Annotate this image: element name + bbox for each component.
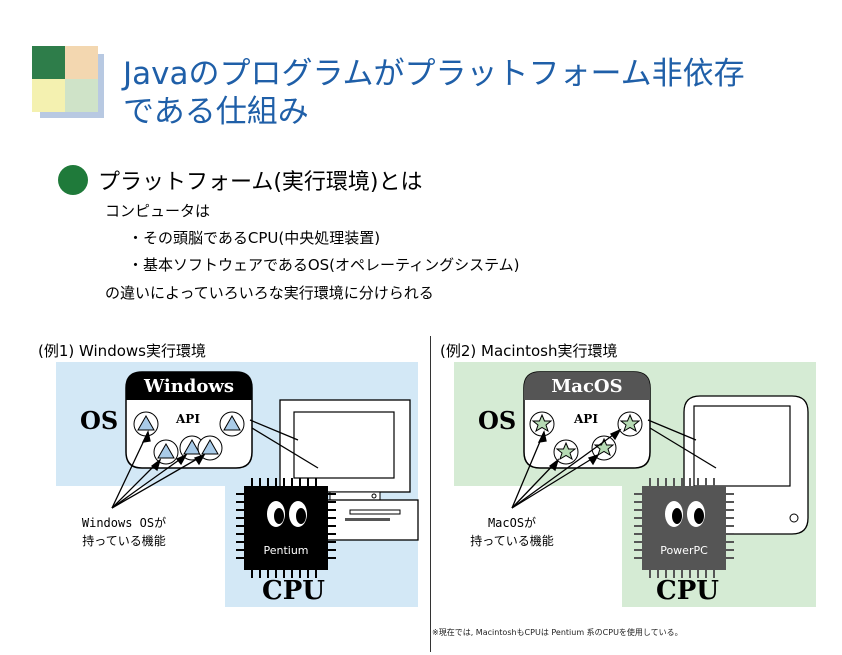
section-line-3: ・基本ソフトウェアであるOS(オペレーティングシステム) <box>128 256 520 274</box>
example2-api-circles <box>529 411 643 465</box>
example1-os-name: Windows <box>143 376 235 397</box>
logo-shadow-side <box>98 54 104 118</box>
example2-os-name: MacOS <box>551 376 623 397</box>
example1-os-label: OS <box>80 406 119 435</box>
title-line-2: である仕組み <box>123 94 309 130</box>
example2-arrows <box>511 428 622 509</box>
example2-cpu-eyes-icon <box>665 501 705 527</box>
example1-api-circles <box>133 411 245 465</box>
example1-feature-line-1: Windows OSが <box>81 516 167 530</box>
logo-shadow <box>40 112 100 118</box>
example1-cpu-chip <box>236 478 336 578</box>
example1-monitor-icon <box>279 399 419 541</box>
footnote: ※現在では, MacintoshもCPUは Pentium 系のCPUを使用して… <box>432 628 683 637</box>
page-title: Javaのプログラムがプラットフォーム非依存 である仕組み <box>123 55 745 131</box>
example1-api-label: API <box>176 412 200 426</box>
logo-square-green <box>32 46 65 79</box>
section-line-1: コンピュータは <box>105 202 211 220</box>
logo-square-tan <box>65 46 98 79</box>
example2-feature-label: MacOSが 持っている機能 <box>452 514 572 550</box>
example1-cpu-eyes-icon <box>267 501 307 527</box>
logo-square-yellow <box>32 79 65 112</box>
example1-label: (例1) Windows実行環境 <box>38 342 206 360</box>
example1-feature-line-2: 持っている機能 <box>82 534 166 548</box>
example1-cpu-label: CPU <box>262 576 325 606</box>
example1-arrows <box>111 430 206 509</box>
example2-os-label: OS <box>478 406 517 435</box>
example2-os-box <box>523 371 651 469</box>
example1-feature-label: Windows OSが 持っている機能 <box>64 514 184 550</box>
section-heading: プラットフォーム(実行環境)とは <box>98 170 423 195</box>
example2-feature-line-1: MacOSが <box>487 516 537 530</box>
example2-feature-line-2: 持っている機能 <box>470 534 554 548</box>
logo-square-lightgreen <box>65 79 98 112</box>
bullet-circle-icon <box>58 165 88 195</box>
example2-label: (例2) Macintosh実行環境 <box>440 342 618 360</box>
example2-monitor-icon <box>683 395 809 535</box>
section-line-4: の違いによっていろいろな実行環境に分けられる <box>105 284 434 302</box>
title-line-1: Javaのプログラムがプラットフォーム非依存 <box>123 56 745 92</box>
example2-cpu-name: PowerPC <box>660 544 708 557</box>
example2-api-label: API <box>574 412 598 426</box>
divider <box>430 336 431 652</box>
example2-cpu-label: CPU <box>656 576 719 606</box>
example2-cpu-chip <box>634 478 734 578</box>
section-line-2: ・その頭脳であるCPU(中央処理装置) <box>128 229 381 247</box>
example1-cpu-name: Pentium <box>263 544 309 557</box>
